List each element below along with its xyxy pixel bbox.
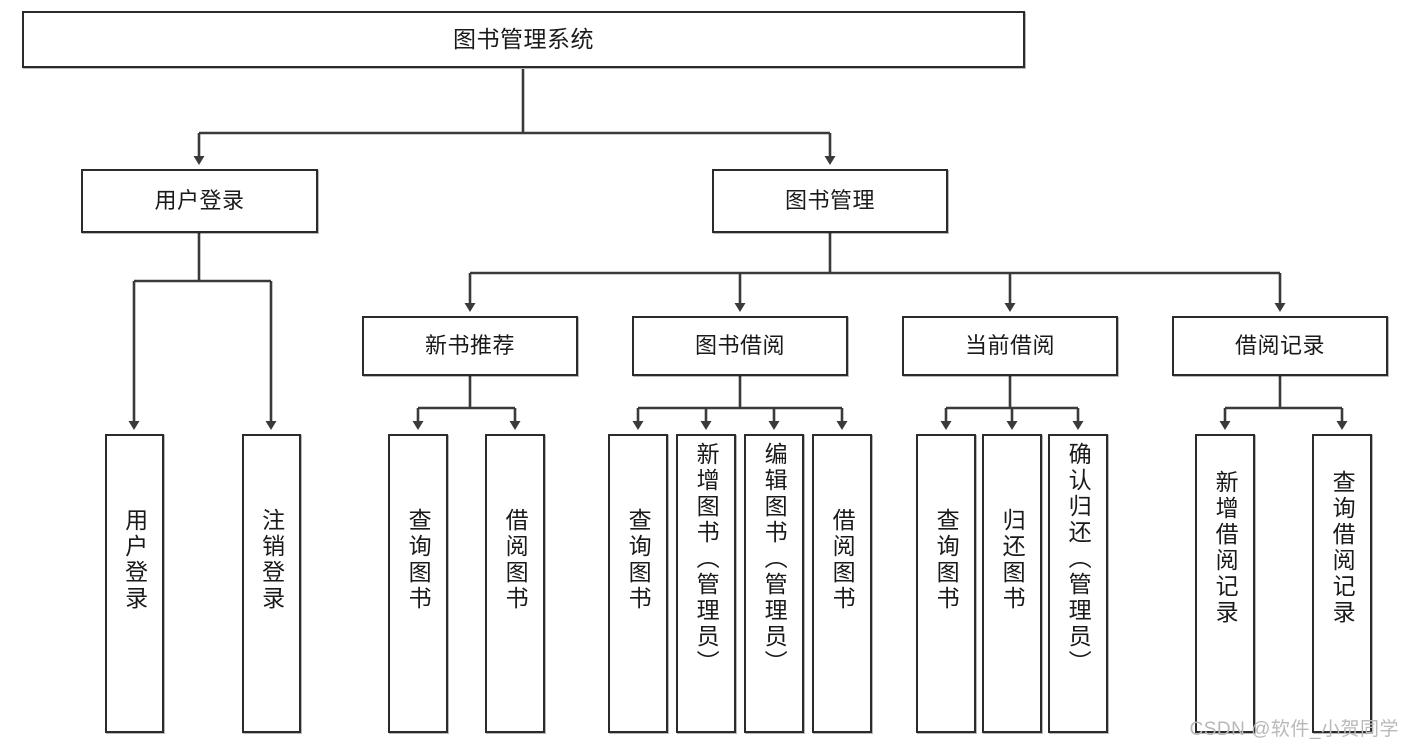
node-label: 图书借阅 — [694, 333, 785, 359]
node-label: 编辑图书（管理员） — [761, 442, 788, 676]
node-label: 确认归还（管理员） — [1065, 442, 1092, 676]
leaf-current-borrow-confirm-return-admin[interactable]: 确认归还（管理员） — [1048, 434, 1108, 733]
watermark-csdn: CSDN @软件_小贺同学 — [1189, 719, 1399, 740]
node-root-book-management-system[interactable]: 图书管理系统 — [22, 11, 1025, 68]
node-new-book-recommend[interactable]: 新书推荐 — [362, 316, 578, 376]
leaf-borrow-record-query-record[interactable]: 查询借阅记录 — [1312, 434, 1372, 733]
node-label: 新书推荐 — [424, 333, 515, 359]
leaf-current-borrow-return-book[interactable]: 归还图书 — [982, 434, 1042, 733]
leaf-current-borrow-query-book[interactable]: 查询图书 — [916, 434, 976, 733]
node-label: 查询图书 — [405, 508, 432, 612]
node-book-borrow[interactable]: 图书借阅 — [632, 316, 848, 376]
node-label: 注销登录 — [258, 508, 285, 612]
leaf-new-book-borrow-book[interactable]: 借阅图书 — [485, 434, 545, 733]
node-label: 图书管理系统 — [453, 25, 594, 52]
node-label: 新增借阅记录 — [1212, 470, 1239, 626]
node-label: 借阅图书 — [502, 508, 529, 612]
node-book-management[interactable]: 图书管理 — [712, 169, 948, 233]
node-label: 查询图书 — [625, 508, 652, 612]
node-label: 新增图书（管理员） — [693, 442, 720, 676]
node-label: 借阅图书 — [829, 508, 856, 612]
leaf-user-login-login[interactable]: 用户登录 — [105, 434, 164, 733]
leaf-new-book-query-book[interactable]: 查询图书 — [388, 434, 448, 733]
node-label: 归还图书 — [999, 508, 1026, 612]
node-label: 当前借阅 — [964, 333, 1055, 359]
node-label: 借阅记录 — [1234, 333, 1325, 359]
leaf-user-login-logout[interactable]: 注销登录 — [242, 434, 301, 733]
leaf-book-borrow-borrow-book[interactable]: 借阅图书 — [812, 434, 872, 733]
node-label: 用户登录 — [121, 508, 148, 612]
leaf-book-borrow-edit-book-admin[interactable]: 编辑图书（管理员） — [744, 434, 804, 733]
node-label: 查询借阅记录 — [1329, 470, 1356, 626]
node-label: 用户登录 — [154, 188, 245, 214]
node-label: 查询图书 — [933, 508, 960, 612]
node-borrow-record[interactable]: 借阅记录 — [1172, 316, 1388, 376]
node-label: 图书管理 — [784, 188, 875, 214]
leaf-book-borrow-query-book[interactable]: 查询图书 — [608, 434, 668, 733]
leaf-borrow-record-add-record[interactable]: 新增借阅记录 — [1195, 434, 1255, 733]
node-current-borrow[interactable]: 当前借阅 — [902, 316, 1118, 376]
leaf-book-borrow-add-book-admin[interactable]: 新增图书（管理员） — [676, 434, 736, 733]
node-user-login[interactable]: 用户登录 — [81, 169, 318, 233]
